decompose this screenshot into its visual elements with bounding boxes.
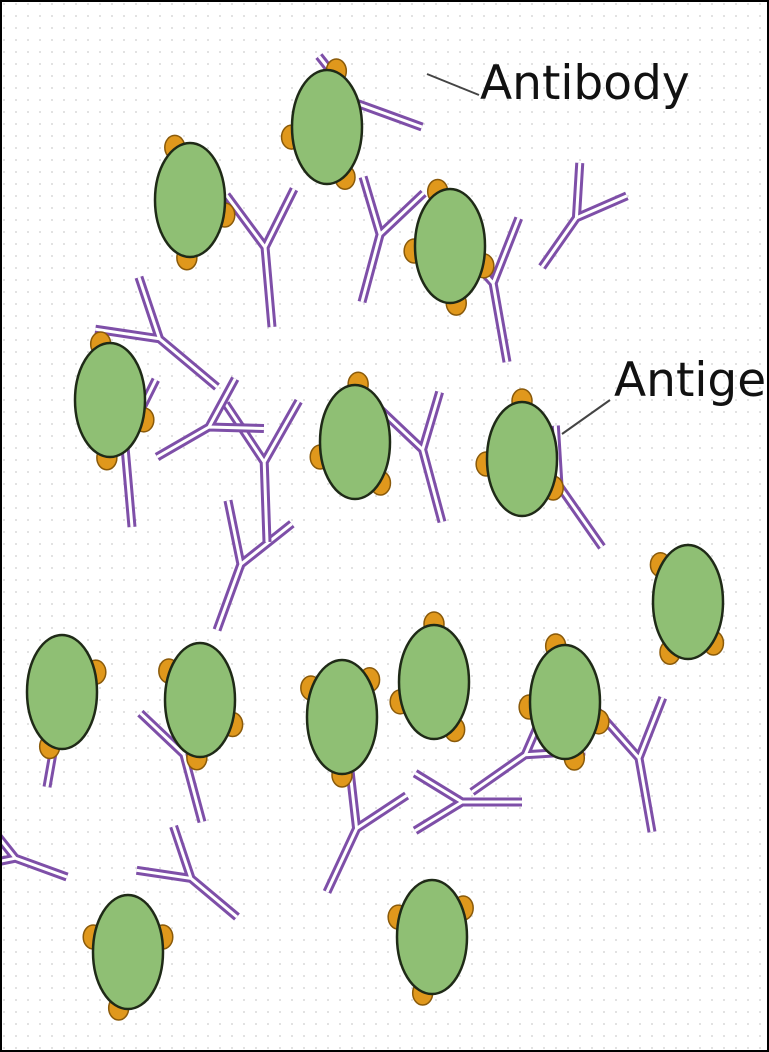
antigen-7 [650, 545, 723, 664]
antigen-body [307, 660, 377, 774]
antigen-body [399, 625, 469, 739]
antigen-body [653, 545, 723, 659]
antigen-body [93, 895, 163, 1009]
antigen-label: Antigen [614, 357, 769, 404]
antigen-body [27, 635, 97, 749]
antigen-body [155, 143, 225, 257]
antigen-body [415, 189, 485, 303]
antigen-body [487, 402, 557, 516]
antigen-body [530, 645, 600, 759]
antibody-label: Antibody [480, 60, 690, 107]
antigen-body [397, 880, 467, 994]
antigen-body [165, 643, 235, 757]
antigen-body [292, 70, 362, 184]
antigen-body [320, 385, 390, 499]
antigen-body [75, 343, 145, 457]
